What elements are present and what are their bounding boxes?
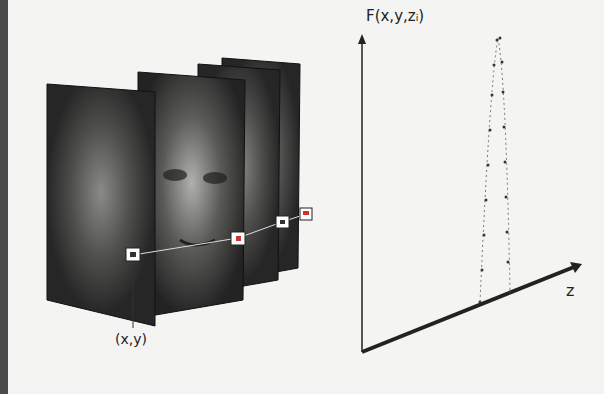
edge-bar bbox=[0, 0, 8, 394]
pixel-window bbox=[276, 216, 289, 228]
face-feature bbox=[163, 169, 187, 181]
pixel-window bbox=[126, 248, 140, 261]
face-feature bbox=[203, 172, 227, 184]
pixel-window bbox=[231, 232, 245, 245]
coordinate-label: (x,y) bbox=[115, 332, 147, 347]
leader-line bbox=[133, 261, 134, 328]
focus-curve bbox=[479, 37, 512, 304]
pixel-window bbox=[280, 220, 285, 224]
axis-label: F(x,y,zᵢ) bbox=[366, 8, 424, 25]
arrowhead bbox=[570, 262, 582, 273]
z-axis bbox=[362, 267, 574, 352]
y-axis bbox=[361, 40, 363, 352]
image-slice bbox=[47, 84, 155, 326]
pixel-window bbox=[236, 236, 241, 241]
arrowhead bbox=[358, 34, 366, 44]
pixel-window bbox=[300, 208, 312, 220]
focus-curve bbox=[480, 38, 510, 302]
pixel-window bbox=[130, 252, 136, 257]
pixel-line bbox=[133, 214, 306, 255]
axis-label: z bbox=[566, 282, 574, 300]
pixel-window bbox=[303, 211, 309, 215]
